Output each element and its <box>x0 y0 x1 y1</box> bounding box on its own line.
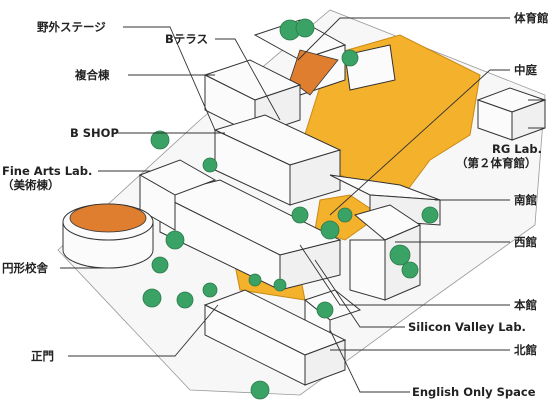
fukugo-building <box>203 59 302 136</box>
trees <box>142 18 439 400</box>
label-fine-arts-sub: （美術棟） <box>2 178 60 192</box>
label-english-only[interactable]: English Only Space <box>412 385 536 399</box>
rg-lab-building <box>476 87 547 141</box>
label-taiikukan[interactable]: 体育館 <box>514 11 549 25</box>
label-seimon[interactable]: 正門 <box>31 349 54 363</box>
label-b-shop[interactable]: B SHOP <box>70 126 119 140</box>
fine-arts-building <box>138 159 217 231</box>
label-yagai-stage[interactable]: 野外ステージ <box>37 20 106 34</box>
label-b-terrace[interactable]: Bテラス <box>165 32 209 46</box>
label-fine-arts[interactable]: Fine Arts Lab. <box>2 164 93 178</box>
honkan-building <box>158 179 342 291</box>
label-honkan[interactable]: 本館 <box>514 298 537 312</box>
enkei-building <box>62 203 154 269</box>
label-nishikan[interactable]: 西館 <box>514 235 537 249</box>
label-fukugo[interactable]: 複合棟 <box>75 68 110 82</box>
label-silicon-valley[interactable]: Silicon Valley Lab. <box>408 320 526 334</box>
main-central-building <box>213 114 342 206</box>
label-rg-lab[interactable]: RG Lab. <box>492 142 542 156</box>
label-chutei[interactable]: 中庭 <box>514 63 537 77</box>
gymnasium-building <box>253 19 347 96</box>
kitakan-building <box>203 289 347 386</box>
leader-lines <box>60 17 546 393</box>
label-enkei[interactable]: 円形校舎 <box>2 261 48 275</box>
label-rg-lab-sub: （第２体育館） <box>456 156 537 170</box>
label-kitakan[interactable]: 北館 <box>514 343 537 357</box>
label-minamikan[interactable]: 南館 <box>514 193 537 207</box>
